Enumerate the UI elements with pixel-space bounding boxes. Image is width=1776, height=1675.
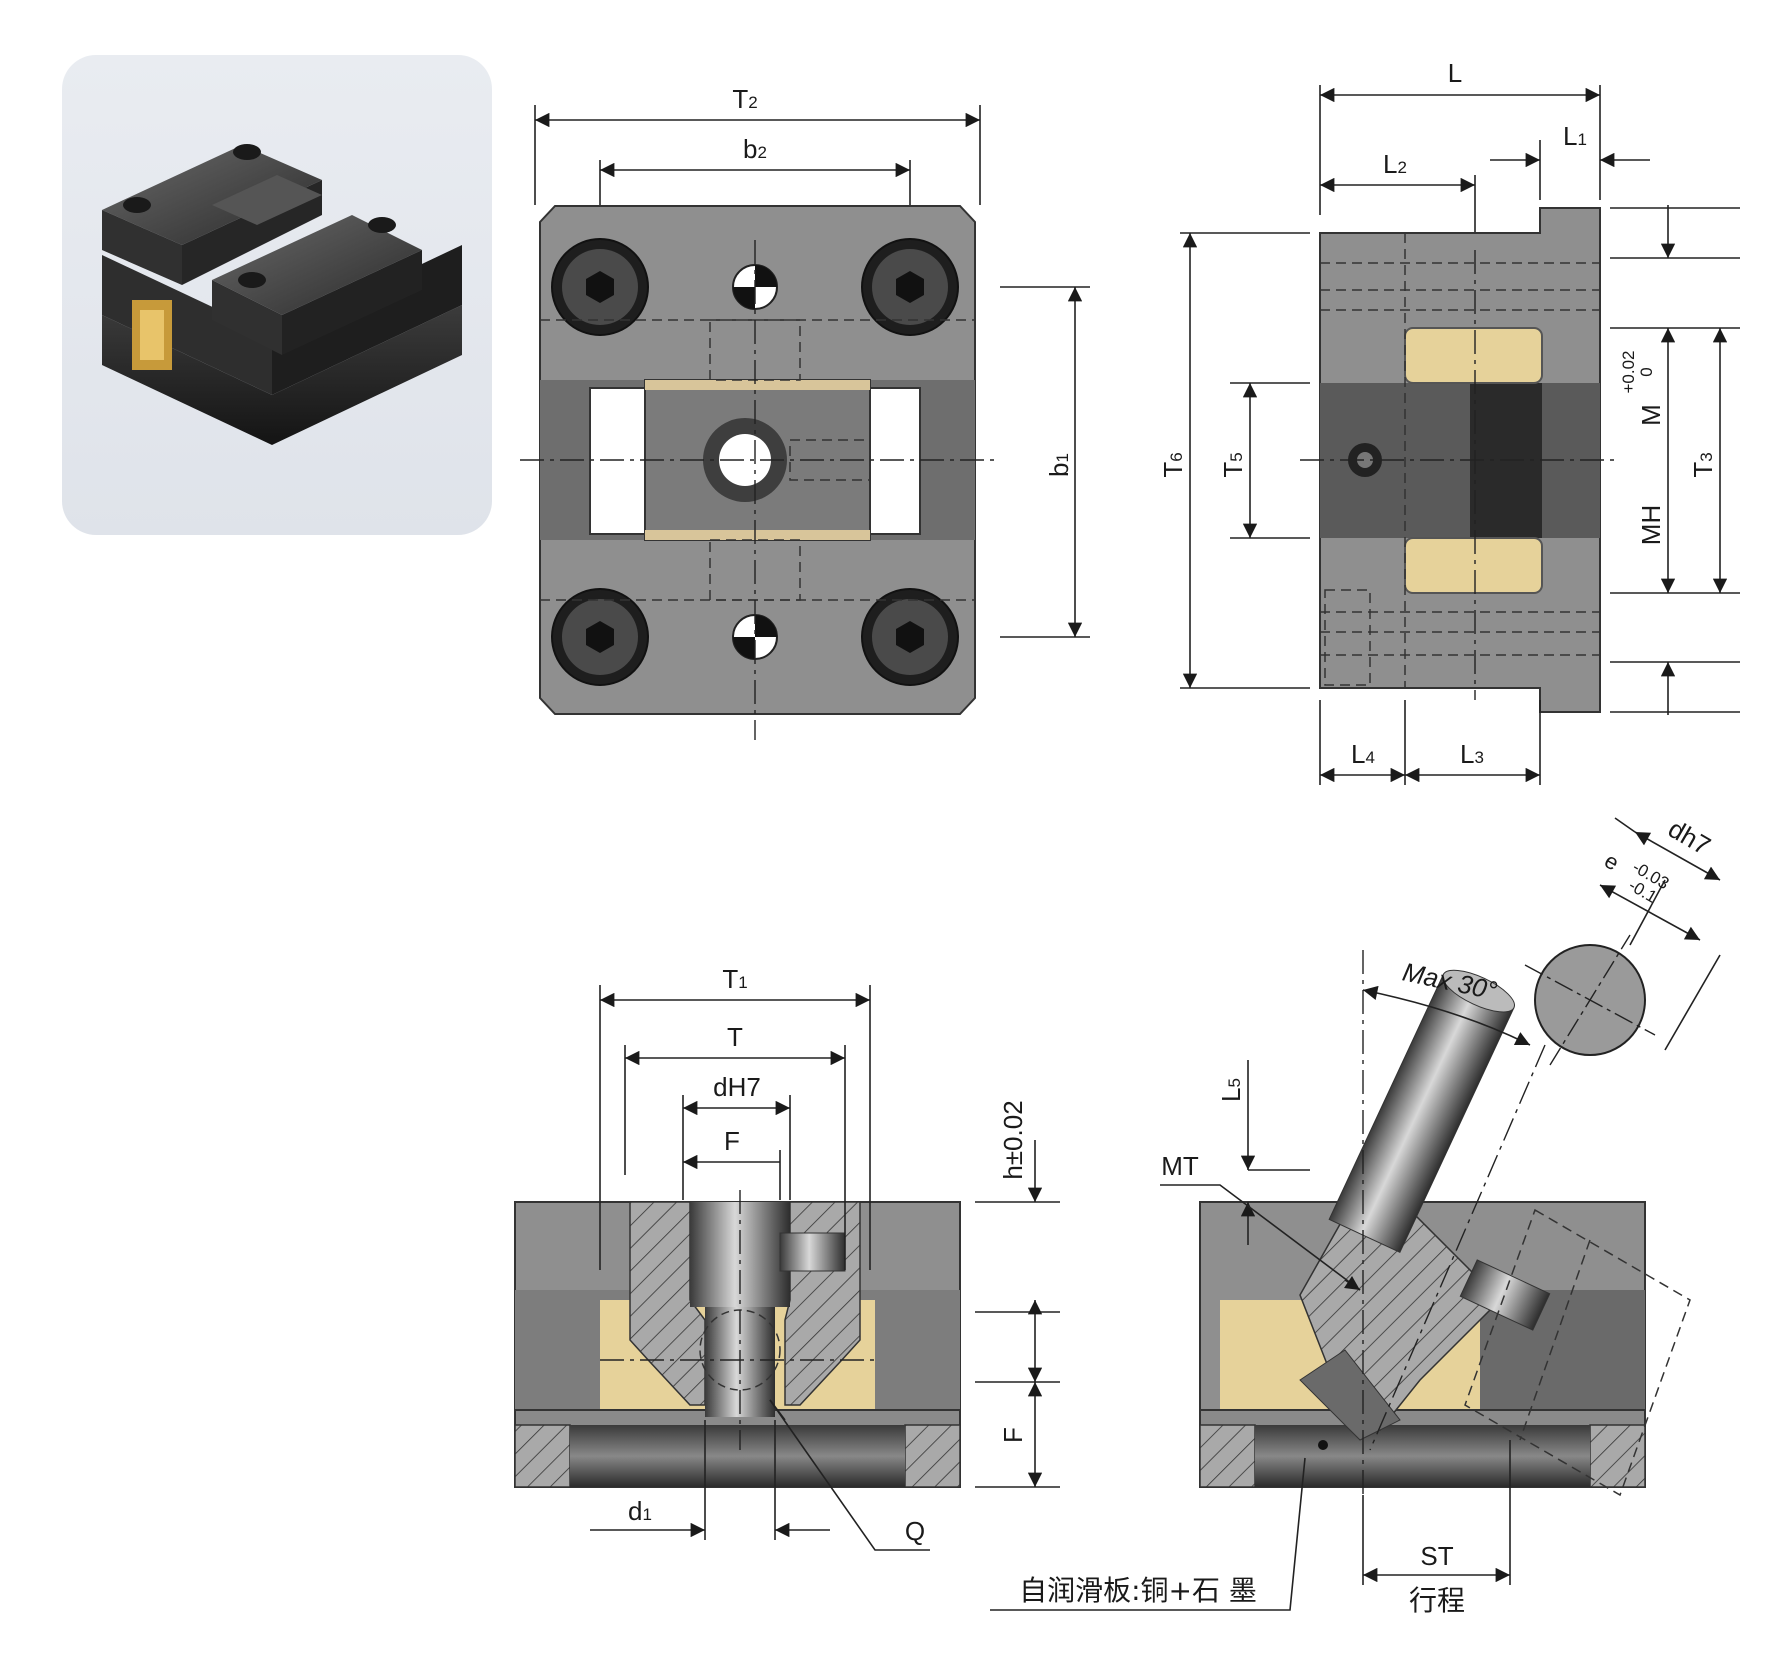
product-photo xyxy=(62,55,492,535)
dim-dh7: dh7 xyxy=(1663,813,1716,861)
dim-dH7: dH7 xyxy=(713,1072,761,1102)
label-stroke: 行程 xyxy=(1409,1584,1465,1617)
svg-text:L5: L5 xyxy=(1216,1078,1246,1102)
dim-M: M xyxy=(1636,404,1666,426)
side-view: L L1 L2 L4 L3 T6 T5 T3 M +0.02 0 MH xyxy=(1158,58,1740,785)
dim-b2: b xyxy=(743,134,757,164)
svg-text:L1: L1 xyxy=(1563,121,1587,151)
dim-L4: L xyxy=(1351,739,1365,769)
svg-text:T1: T1 xyxy=(722,964,747,994)
svg-text:M: M xyxy=(1636,404,1666,426)
svg-text:d1: d1 xyxy=(628,1496,652,1526)
label-MT: MT xyxy=(1161,1151,1199,1181)
section-view: T1 T dH7 F h±0.02 F d1 Q xyxy=(514,964,1060,1551)
dim-d1-sub: 1 xyxy=(643,1505,652,1524)
label-Q: Q xyxy=(905,1516,925,1546)
tilt-view: dh7 e -0.03 -0.1 Max 30° L5 MT ST 行程 自润滑… xyxy=(990,813,1721,1617)
svg-text:L4: L4 xyxy=(1351,739,1375,769)
dim-e: e xyxy=(1600,848,1623,876)
label-material-note: 自润滑板:铜+石 墨 xyxy=(1019,1574,1257,1607)
svg-text:b2: b2 xyxy=(743,134,767,164)
dim-T1-sub: 1 xyxy=(738,973,747,992)
dim-T: T xyxy=(727,1022,743,1052)
dim-F-side: F xyxy=(998,1427,1028,1443)
dim-L4-sub: 4 xyxy=(1366,748,1375,767)
dim-b1: b xyxy=(1044,463,1074,477)
dim-L3-sub: 3 xyxy=(1475,748,1484,767)
svg-text:L3: L3 xyxy=(1460,739,1484,769)
svg-text:L2: L2 xyxy=(1383,149,1407,179)
dim-T3-sub: 3 xyxy=(1697,452,1716,461)
dim-M-tol-upper: +0.02 xyxy=(1619,350,1638,393)
svg-text:T3: T3 xyxy=(1688,452,1718,477)
dim-T2-sub: 2 xyxy=(748,93,757,112)
dim-d1: d xyxy=(628,1496,642,1526)
dim-L1: L xyxy=(1563,121,1577,151)
svg-text:T2: T2 xyxy=(732,84,757,114)
svg-text:b1: b1 xyxy=(1044,453,1074,477)
svg-text:T6: T6 xyxy=(1158,452,1188,477)
svg-text:T5: T5 xyxy=(1218,452,1248,477)
dim-L5-sub: 5 xyxy=(1225,1078,1244,1087)
dim-L5: L xyxy=(1216,1088,1246,1102)
dim-T1: T xyxy=(722,964,738,994)
dim-L2-sub: 2 xyxy=(1398,158,1407,177)
dim-h: h±0.02 xyxy=(998,1100,1028,1179)
dim-F-top: F xyxy=(724,1126,740,1156)
dim-T5-sub: 5 xyxy=(1227,452,1246,461)
dim-T6-sub: 6 xyxy=(1167,452,1186,461)
dim-T2: T xyxy=(732,84,748,114)
dim-M-tol-lower: 0 xyxy=(1637,367,1656,376)
dim-T5: T xyxy=(1218,462,1248,478)
dim-ST: ST xyxy=(1420,1541,1453,1571)
dim-b1-sub: 1 xyxy=(1053,453,1072,462)
dim-T3: T xyxy=(1688,462,1718,478)
dim-L2: L xyxy=(1383,149,1397,179)
top-view: T2 b2 b1 xyxy=(520,84,1090,740)
dim-MH: MH xyxy=(1636,505,1666,545)
dim-T6: T xyxy=(1158,462,1188,478)
dim-L1-sub: 1 xyxy=(1578,130,1587,149)
dim-L3: L xyxy=(1460,739,1474,769)
dim-b2-sub: 2 xyxy=(758,143,767,162)
dim-L: L xyxy=(1448,58,1462,88)
